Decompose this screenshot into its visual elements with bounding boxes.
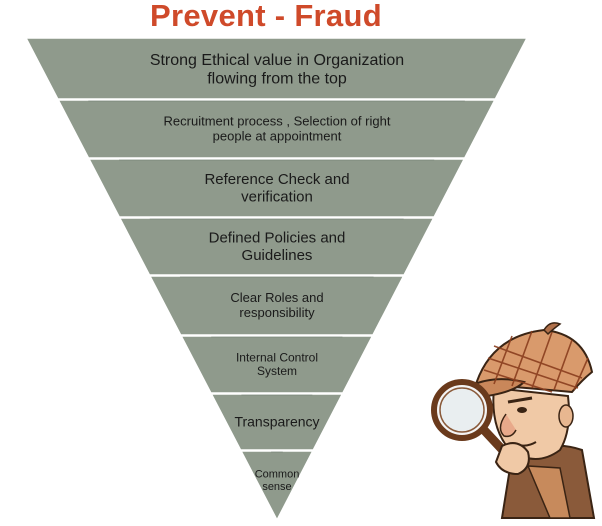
pyramid-layer-label-line: Internal Control (236, 350, 318, 364)
pyramid-layer-label-line: Reference Check and (204, 171, 349, 188)
pyramid-layer-label-line: Strong Ethical value in Organization (150, 52, 404, 69)
pyramid-layer-label-line: Defined Policies and (209, 230, 346, 247)
pyramid-layer-label-7: Transparency (234, 413, 319, 429)
pyramid-layer-3 (87, 158, 466, 218)
pyramid-layer-7 (210, 393, 344, 451)
page-title: Prevent - Fraud (150, 0, 382, 33)
pyramid-layer-4 (118, 217, 435, 276)
pyramid-layer-6 (179, 335, 374, 394)
pyramid-layer-label-line: people at appointment (213, 129, 342, 144)
pyramid-layer-label-line: Clear Roles and (230, 290, 323, 305)
pyramid-layer-8 (239, 450, 315, 522)
pyramid-layer-2 (57, 99, 497, 159)
pyramid-layer-label-line: verification (241, 188, 313, 205)
pyramid-layer-label-line: Transparency (234, 413, 319, 429)
pyramid-layer-label-line: Common (255, 469, 300, 481)
pyramid-layer-5 (148, 275, 405, 336)
pyramid-layer-label-line: responsibility (239, 305, 315, 320)
pyramid-layer-label-line: Guidelines (242, 247, 313, 264)
detective-magnifying-glass-icon (431, 322, 596, 519)
pyramid-layer-label-line: flowing from the top (207, 70, 347, 87)
pyramid-layer-label-line: Recruitment process , Selection of right (164, 114, 391, 129)
pyramid-layer-label-line: System (257, 364, 297, 378)
pyramid-layer-label-line: sense (262, 481, 291, 493)
pyramid-layer-1 (24, 37, 529, 100)
pyramid-layer-label-2: Recruitment process , Selection of right… (164, 114, 391, 144)
